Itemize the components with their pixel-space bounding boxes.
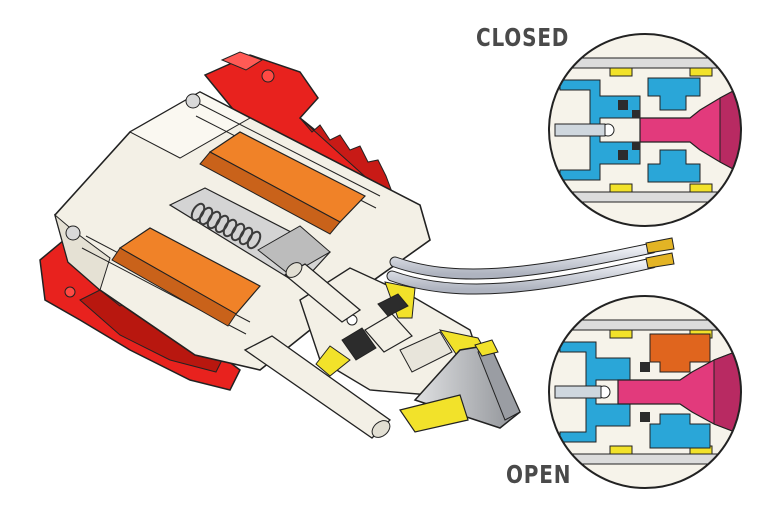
closed-label: CLOSED [476, 23, 570, 52]
connector-cutaway [39, 51, 675, 439]
orange-inserts [111, 131, 366, 327]
yellow-collar [399, 339, 499, 433]
open-label: OPEN [506, 460, 572, 489]
spring-icon [190, 202, 262, 250]
wire-pin-icon [645, 237, 675, 269]
guide-pins [243, 262, 392, 439]
wire-leads [386, 237, 675, 295]
closed-detail-view [548, 33, 742, 227]
open-detail-view [548, 295, 742, 489]
spring-chamber [168, 187, 331, 286]
